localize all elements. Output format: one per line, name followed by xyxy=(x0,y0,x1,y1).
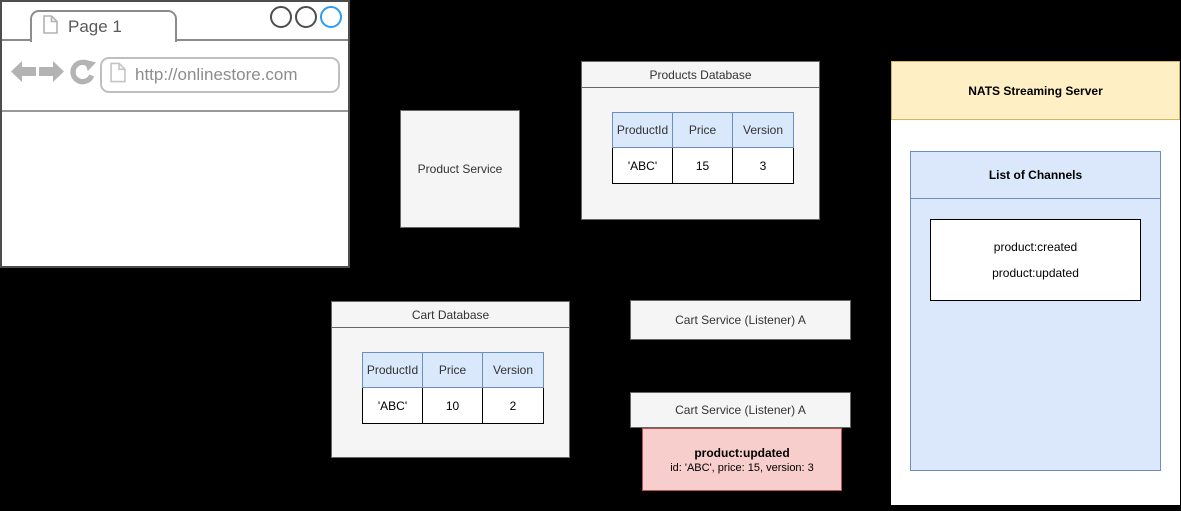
window-control-circle-1[interactable] xyxy=(270,6,292,28)
column-header-version: Version xyxy=(732,112,794,148)
forward-arrow-icon[interactable] xyxy=(39,61,64,87)
event-title: product:updated xyxy=(694,445,790,460)
page-icon xyxy=(43,15,58,39)
table-row: 'ABC' 15 3 xyxy=(612,147,794,184)
event-message-box: product:updated id: 'ABC', price: 15, ve… xyxy=(642,428,842,491)
cart-service-box-1: Cart Service (Listener) A xyxy=(630,300,851,340)
channel-item: product:updated xyxy=(992,266,1079,280)
column-header-version: Version xyxy=(482,352,544,388)
products-database-table: ProductId Price Version 'ABC' 15 3 xyxy=(612,112,794,184)
back-arrow-icon[interactable] xyxy=(11,61,36,87)
channel-item: product:created xyxy=(993,240,1078,254)
cart-service-label: Cart Service (Listener) A xyxy=(675,313,806,327)
refresh-icon[interactable] xyxy=(69,59,96,91)
window-controls xyxy=(270,6,342,28)
tab-label: Page 1 xyxy=(68,17,122,36)
cell-price: 10 xyxy=(422,387,483,424)
nats-server-title: NATS Streaming Server xyxy=(891,61,1180,120)
channels-list-box: product:created product:updated xyxy=(930,219,1141,301)
column-header-price: Price xyxy=(422,352,483,388)
url-bar[interactable]: http://onlinestore.com xyxy=(100,57,340,93)
cart-database-table: ProductId Price Version 'ABC' 10 2 xyxy=(362,352,544,424)
cell-price: 15 xyxy=(672,147,733,184)
nats-server-container: NATS Streaming Server List of Channels p… xyxy=(891,61,1180,505)
product-service-box: Product Service xyxy=(400,110,520,228)
channels-panel: List of Channels product:created product… xyxy=(910,151,1161,471)
cell-product-id: 'ABC' xyxy=(362,387,423,424)
column-header-productid: ProductId xyxy=(362,352,423,388)
cart-service-label: Cart Service (Listener) A xyxy=(675,403,806,417)
cell-version: 3 xyxy=(732,147,794,184)
cart-service-box-2: Cart Service (Listener) A xyxy=(630,392,851,428)
browser-tab[interactable]: Page 1 xyxy=(30,10,177,42)
page-icon xyxy=(110,62,126,88)
column-header-price: Price xyxy=(672,112,733,148)
cart-database-title: Cart Database xyxy=(332,302,569,328)
channels-panel-title: List of Channels xyxy=(911,152,1160,199)
cell-version: 2 xyxy=(482,387,544,424)
browser-nav-row: http://onlinestore.com xyxy=(2,44,348,110)
table-header-row: ProductId Price Version xyxy=(612,112,794,148)
product-service-label: Product Service xyxy=(417,162,503,176)
products-database-title: Products Database xyxy=(582,62,819,88)
products-database-panel: Products Database ProductId Price Versio… xyxy=(581,61,820,220)
browser-window: Page 1 http://onlinestore.com xyxy=(0,0,350,268)
event-detail: id: 'ABC', price: 15, version: 3 xyxy=(670,461,814,474)
url-text: http://onlinestore.com xyxy=(135,65,298,84)
toolbar-divider xyxy=(2,110,348,112)
cell-product-id: 'ABC' xyxy=(612,147,673,184)
table-header-row: ProductId Price Version xyxy=(362,352,544,388)
table-row: 'ABC' 10 2 xyxy=(362,387,544,424)
window-control-circle-3[interactable] xyxy=(320,6,342,28)
column-header-productid: ProductId xyxy=(612,112,673,148)
cart-database-panel: Cart Database ProductId Price Version 'A… xyxy=(331,301,570,458)
window-control-circle-2[interactable] xyxy=(295,6,317,28)
